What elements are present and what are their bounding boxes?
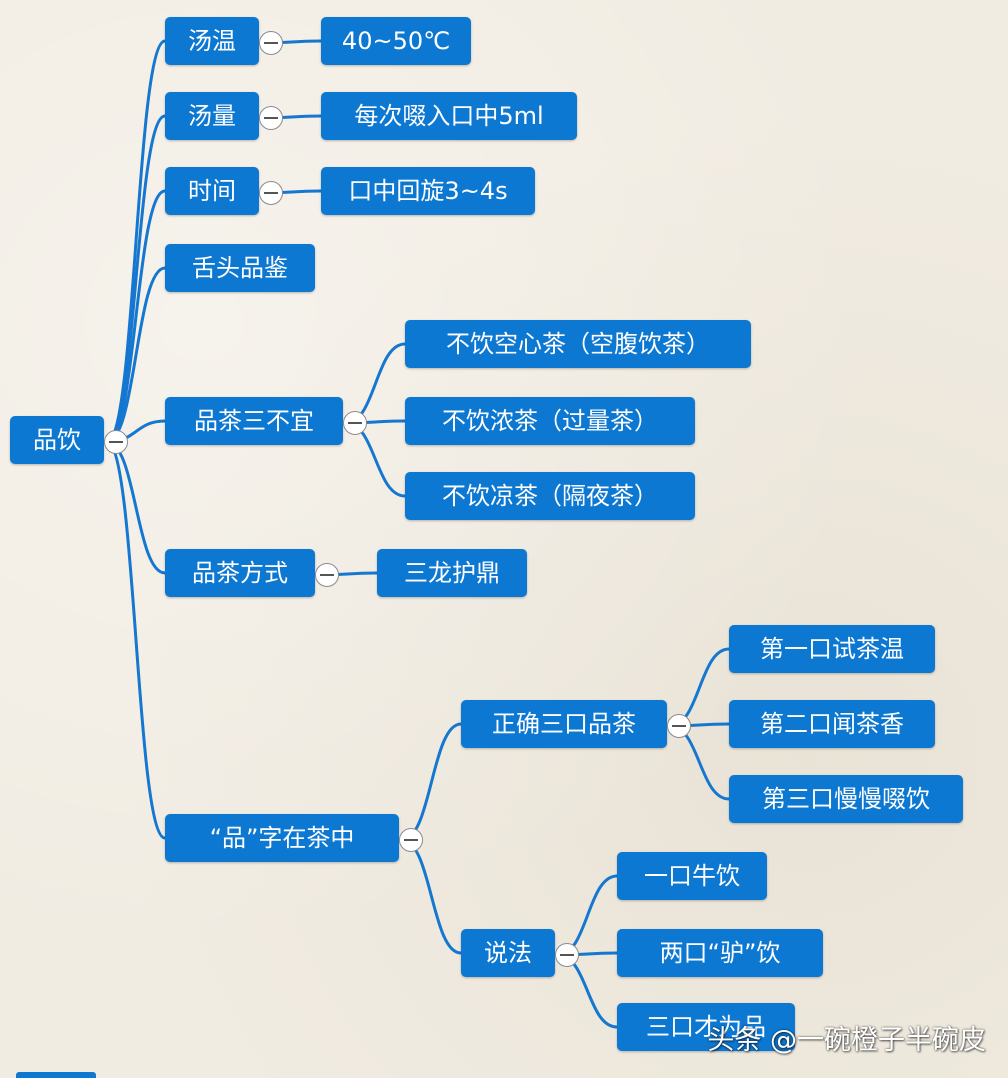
topic-node-0-5[interactable]: 品茶方式 xyxy=(165,549,315,597)
collapse-toggle-0-6-1[interactable] xyxy=(555,943,579,967)
topic-node-0-1-0[interactable]: 每次啜入口中5ml xyxy=(321,92,577,140)
collapse-toggle-0-6[interactable] xyxy=(399,828,423,852)
connector-0-6-1 xyxy=(400,838,463,955)
topic-node-0-6-1[interactable]: 说法 xyxy=(461,929,555,977)
topic-node-0-6-0-1[interactable]: 第二口闻茶香 xyxy=(729,700,935,748)
collapse-toggle-0-0[interactable] xyxy=(259,31,283,55)
connector-0-0 xyxy=(105,39,167,444)
topic-node-0-6[interactable]: “品”字在茶中 xyxy=(165,814,399,862)
collapse-toggle-0-5[interactable] xyxy=(315,563,339,587)
collapse-toggle-0-4[interactable] xyxy=(343,411,367,435)
topic-node-0-5-0[interactable]: 三龙护鼎 xyxy=(377,549,527,597)
topic-node-0-4[interactable]: 品茶三不宜 xyxy=(165,397,343,445)
topic-node-0-6-1-0[interactable]: 一口牛饮 xyxy=(617,852,767,900)
connector-0-5 xyxy=(105,440,167,575)
topic-node-0-2-0[interactable]: 口中回旋3~4s xyxy=(321,167,535,215)
connector-0-6-0 xyxy=(400,722,463,842)
topic-node-0-6-0-2[interactable]: 第三口慢慢啜饮 xyxy=(729,775,963,823)
watermark: 头条 @一碗橙子半碗皮 xyxy=(707,1025,986,1056)
topic-node-0-2[interactable]: 时间 xyxy=(165,167,259,215)
collapse-toggle-0-1[interactable] xyxy=(259,106,283,130)
topic-node-0-4-2[interactable]: 不饮凉茶（隔夜茶） xyxy=(405,472,695,520)
topic-node-0-0-0[interactable]: 40~50℃ xyxy=(321,17,471,65)
topic-node-0-4-1[interactable]: 不饮浓茶（过量茶） xyxy=(405,397,695,445)
connector-0-1 xyxy=(105,114,167,444)
topic-node-0-0[interactable]: 汤温 xyxy=(165,17,259,65)
collapse-toggle-0-2[interactable] xyxy=(259,181,283,205)
topic-node-0-3[interactable]: 舌头品鉴 xyxy=(165,244,315,292)
topic-node-0-6-0[interactable]: 正确三口品茶 xyxy=(461,700,667,748)
collapse-toggle-0[interactable] xyxy=(104,430,128,454)
topic-node-0-6-1-1[interactable]: 两口“驴”饮 xyxy=(617,929,823,977)
root-node[interactable]: 品饮 xyxy=(10,416,104,464)
topic-node-0-6-0-0[interactable]: 第一口试茶温 xyxy=(729,625,935,673)
cropped-node-edge xyxy=(16,1072,96,1078)
topic-node-0-1[interactable]: 汤量 xyxy=(165,92,259,140)
collapse-toggle-0-6-0[interactable] xyxy=(667,714,691,738)
topic-node-0-4-0[interactable]: 不饮空心茶（空腹饮茶） xyxy=(405,320,751,368)
connector-0-6 xyxy=(105,440,167,840)
topic-node-0-6-1-2[interactable]: 三口才为品 xyxy=(617,1003,795,1051)
